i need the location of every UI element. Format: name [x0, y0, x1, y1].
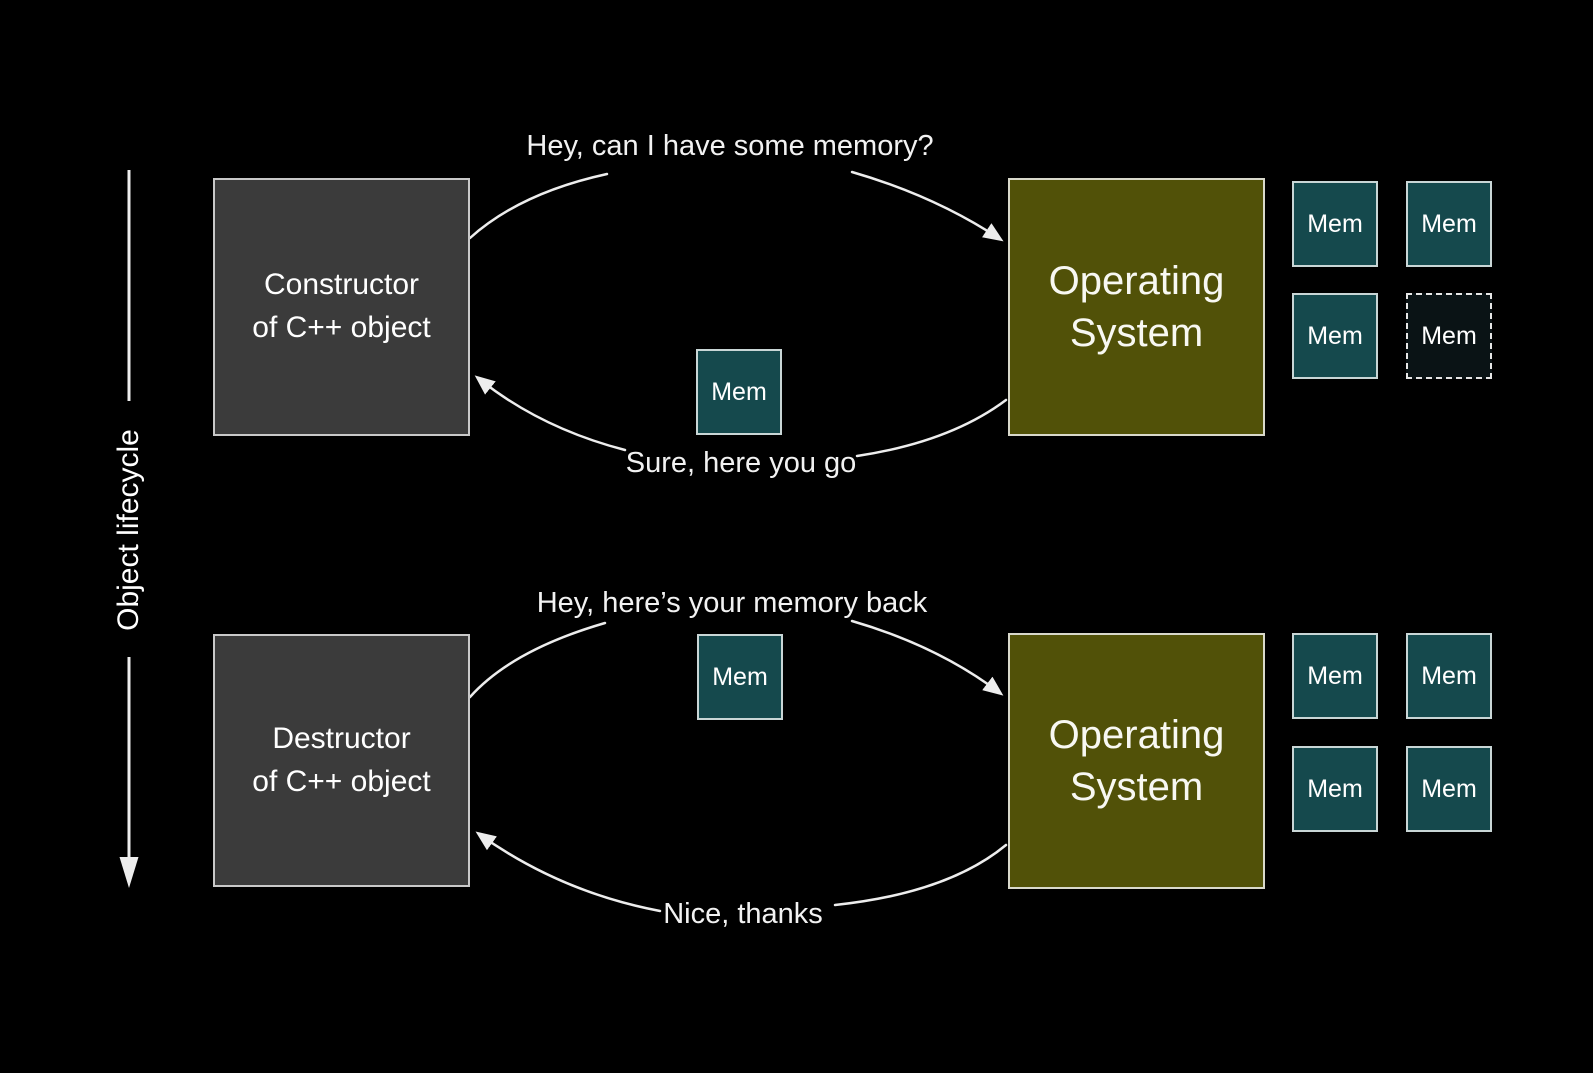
mem-block-transfer-allocation: Mem: [696, 349, 782, 435]
deallocation-request-label: Hey, here’s your memory back: [536, 587, 928, 619]
mem-grid-allocation-2: Mem: [1292, 293, 1378, 379]
destructor-box: Destructor of C++ object: [213, 634, 470, 887]
deallocation-request-arc-right: [850, 619, 1004, 696]
os-deallocation-label-line1: Operating: [1048, 713, 1225, 757]
mem-label: Mem: [1307, 774, 1363, 803]
deallocation-response-arc-right: [833, 843, 1008, 907]
constructor-box-label-line1: Constructor: [263, 268, 420, 302]
allocation-request-arc-left: [468, 172, 609, 240]
deallocation-request-arc-left: [468, 621, 607, 699]
object-lifecycle-axis: [119, 170, 139, 888]
mem-grid-allocation-1: Mem: [1406, 181, 1492, 267]
mem-label: Mem: [711, 377, 767, 406]
deallocation-response-label: Nice, thanks: [663, 898, 823, 930]
object-lifecycle-label: Object lifecycle: [112, 429, 145, 631]
constructor-box: Constructor of C++ object: [213, 178, 470, 436]
constructor-box-label-line2: of C++ object: [252, 311, 431, 344]
lifecycle-arrowhead-icon: [119, 857, 139, 888]
os-deallocation-label-line2: System: [1069, 765, 1204, 809]
mem-grid-allocation-3-released: Mem: [1406, 293, 1492, 379]
mem-label: Mem: [1421, 321, 1477, 350]
allocation-request-label: Hey, can I have some memory?: [526, 130, 934, 162]
mem-label: Mem: [1421, 661, 1477, 690]
mem-label: Mem: [1307, 209, 1363, 238]
mem-label: Mem: [1307, 661, 1363, 690]
mem-label: Mem: [1421, 209, 1477, 238]
allocation-request-arc-right: [850, 170, 1004, 242]
destructor-box-label-line1: Destructor: [272, 721, 411, 755]
mem-grid-deallocation-0: Mem: [1292, 633, 1378, 719]
mem-grid-deallocation-2: Mem: [1292, 746, 1378, 832]
mem-label: Mem: [1421, 774, 1477, 803]
deallocation-response-arc-left: [475, 831, 662, 913]
mem-block-transfer-deallocation: Mem: [697, 634, 783, 720]
mem-grid-deallocation-3: Mem: [1406, 746, 1492, 832]
mem-label: Mem: [712, 662, 768, 691]
os-allocation-label-line2: System: [1069, 311, 1204, 355]
operating-system-box-allocation: Operating System: [1008, 178, 1265, 436]
destructor-box-label-line2: of C++ object: [252, 764, 431, 798]
mem-grid-allocation-0: Mem: [1292, 181, 1378, 267]
os-allocation-label-line1: Operating: [1048, 259, 1225, 303]
allocation-response-arc-left: [474, 375, 627, 452]
allocation-response-label: Sure, here you go: [625, 447, 857, 479]
mem-grid-deallocation-1: Mem: [1406, 633, 1492, 719]
mem-label: Mem: [1307, 321, 1363, 350]
operating-system-box-deallocation: Operating System: [1008, 633, 1265, 889]
allocation-response-arc-right: [855, 398, 1008, 458]
